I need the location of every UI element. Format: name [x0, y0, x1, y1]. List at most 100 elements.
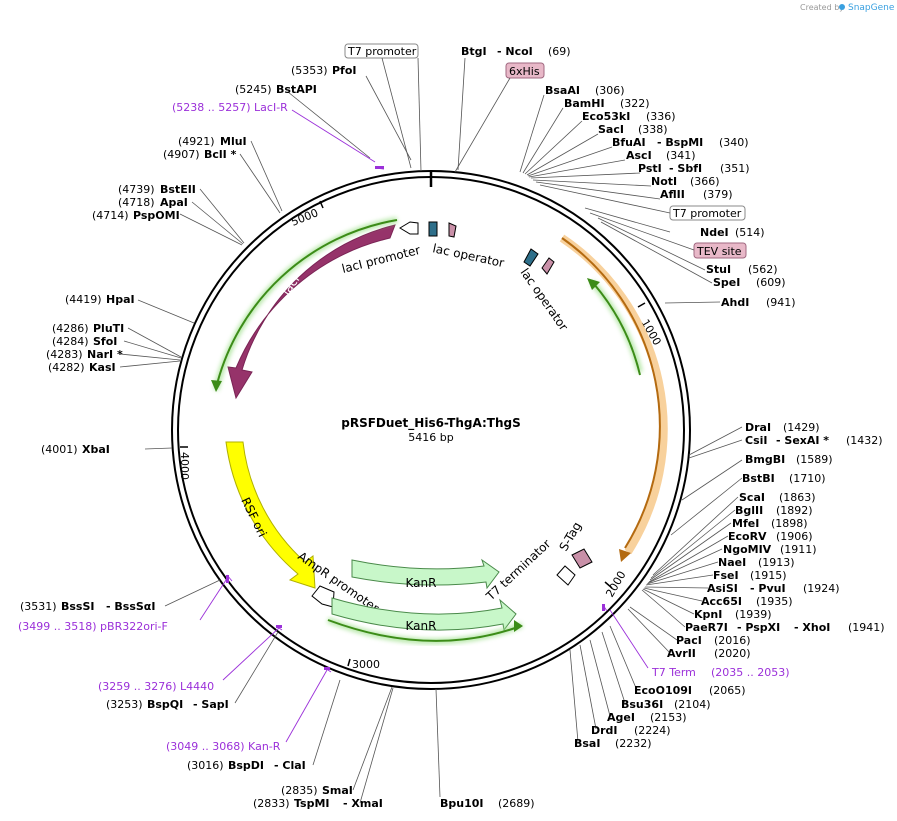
site-hpai-name[interactable]: HpaI [106, 293, 135, 306]
tick-label-4000: 4000 [178, 452, 191, 480]
site-drdi-pos: (2224) [634, 724, 671, 737]
site-apai-pos: (4718) [118, 196, 155, 209]
site-bpu10i-name[interactable]: Bpu10I [440, 797, 484, 810]
site-bspdi-name2[interactable]: - ClaI [274, 759, 306, 772]
site-bfuai-name2[interactable]: - BspMI [657, 136, 703, 149]
site-csii-name[interactable]: CsiI [745, 434, 767, 447]
site-bsssi-name[interactable]: BssSI [61, 600, 95, 613]
site-acc65i-name[interactable]: Acc65I [701, 595, 742, 608]
site-pspomi-name[interactable]: PspOMI [133, 209, 180, 222]
site-pluti-name[interactable]: PluTI [93, 322, 124, 335]
site-pfoi-name[interactable]: PfoI [332, 64, 357, 77]
site-ngomiv-name[interactable]: NgoMIV [723, 543, 772, 556]
t7-promoter-2-label: T7 promoter [672, 207, 742, 220]
primer-t7-term[interactable]: T7 Term [651, 666, 696, 679]
site-bstbi-name[interactable]: BstBI [742, 472, 775, 485]
site-paer7i-name2[interactable]: - PspXI [737, 621, 780, 634]
kanr-2-feature[interactable]: KanR [331, 597, 517, 633]
site-paer7i-name3[interactable]: - XhoI [794, 621, 830, 634]
site-asisi-name[interactable]: AsiSI [707, 582, 738, 595]
s-tag-marker [571, 548, 593, 569]
site-kpni-name[interactable]: KpnI [694, 608, 722, 621]
site-bamhi-name[interactable]: BamHI [564, 97, 605, 110]
site-ndei-pos: (514) [735, 226, 765, 239]
site-avrii-name[interactable]: AvrII [667, 647, 696, 660]
primer-kan-r[interactable]: (3049 .. 3068) Kan-R [166, 740, 281, 753]
rsf-ori-feature[interactable]: RSF ori [225, 441, 316, 589]
site-tspmi-pos: (2833) [253, 797, 290, 810]
site-aflii-name[interactable]: AflII [660, 188, 685, 201]
site-avrii-pos: (2020) [714, 647, 751, 660]
site-saci-name[interactable]: SacI [598, 123, 624, 136]
site-asci-name[interactable]: AscI [626, 149, 652, 162]
site-agei-pos: (2153) [650, 711, 687, 724]
site-fsei-name[interactable]: FseI [713, 569, 739, 582]
site-sfoi-pos: (4284) [52, 335, 89, 348]
credit-brand: SnapGene [848, 3, 895, 13]
site-psti-name[interactable]: PstI [638, 162, 662, 175]
site-csii-name2[interactable]: - SexAI * [776, 434, 829, 447]
site-btgi-name[interactable]: BtgI [461, 45, 487, 58]
site-ecorv-name[interactable]: EcoRV [728, 530, 767, 543]
site-noti-name[interactable]: NotI [651, 175, 677, 188]
site-aflii-pos: (379) [703, 188, 733, 201]
site-bsu36i-name[interactable]: Bsu36I [621, 698, 663, 711]
site-mlui-name[interactable]: MluI [220, 135, 247, 148]
site-kasi-name[interactable]: KasI [89, 361, 116, 374]
primer-laci-r[interactable]: (5238 .. 5257) LacI-R [172, 101, 288, 114]
credit-text: Created by [800, 3, 844, 12]
site-ndei-name[interactable]: NdeI [700, 226, 729, 239]
site-spei-name[interactable]: SpeI [713, 276, 740, 289]
site-bspdi-name[interactable]: BspDI [228, 759, 264, 772]
site-stui-name[interactable]: StuI [706, 263, 731, 276]
site-bamhi-pos: (322) [620, 97, 650, 110]
site-apai-name[interactable]: ApaI [160, 196, 188, 209]
primer-l4440[interactable]: (3259 .. 3276) L4440 [98, 680, 214, 693]
site-eco53ki-name[interactable]: Eco53kI [582, 110, 630, 123]
site-mfei-name[interactable]: MfeI [732, 517, 759, 530]
site-bglii-name[interactable]: BglII [735, 504, 763, 517]
t7-promoter-1-marker [448, 222, 457, 238]
site-bstapi-pos: (5245) [235, 83, 272, 96]
site-saci-pos: (338) [638, 123, 668, 136]
site-bstapi-name[interactable]: BstAPI [276, 83, 317, 96]
site-bsai-pos: (2232) [615, 737, 652, 750]
site-bmgbi-name[interactable]: BmgBI [745, 453, 785, 466]
site-paci-pos: (2016) [714, 634, 751, 647]
site-eco0109i-name[interactable]: EcoO109I [634, 684, 692, 697]
site-kpni-pos: (1939) [735, 608, 772, 621]
site-bsssi-pos: (3531) [20, 600, 57, 613]
primer-pbr322ori-f[interactable]: (3499 .. 3518) pBR322ori-F [18, 620, 168, 633]
site-sfoi-name[interactable]: SfoI [93, 335, 117, 348]
site-bspqi-name2[interactable]: - SapI [193, 698, 229, 711]
site-ahdi-name[interactable]: AhdI [721, 296, 749, 309]
laci-promoter-arrow [399, 221, 419, 235]
site-btgi-name2[interactable]: - NcoI [497, 45, 533, 58]
site-tspmi-name2[interactable]: - XmaI [343, 797, 383, 810]
site-paci-name[interactable]: PacI [676, 634, 702, 647]
site-stui-pos: (562) [748, 263, 778, 276]
kanr-1-feature[interactable]: KanR [351, 558, 500, 590]
site-paer7i-name[interactable]: PaeR7I [685, 621, 728, 634]
site-asisi-name2[interactable]: - PvuI [750, 582, 786, 595]
site-drdi-name[interactable]: DrdI [591, 724, 618, 737]
site-bsteii-name[interactable]: BstEII [160, 183, 196, 196]
site-bsai-name[interactable]: BsaI [574, 737, 600, 750]
site-agei-name[interactable]: AgeI [607, 711, 635, 724]
tev-site-marker [541, 257, 555, 275]
site-naei-name[interactable]: NaeI [718, 556, 746, 569]
site-tspmi-name[interactable]: TspMI [294, 797, 330, 810]
site-drai-name[interactable]: DraI [745, 421, 771, 434]
site-scai-name[interactable]: ScaI [739, 491, 765, 504]
site-bcli-name[interactable]: BclI * [204, 148, 237, 161]
site-bfuai-name[interactable]: BfuAI [612, 136, 646, 149]
his6-label: 6xHis [509, 65, 540, 78]
site-bsssi-name2[interactable]: - BssSαI [106, 600, 155, 613]
site-xbai-pos: (4001) [41, 443, 78, 456]
site-xbai-name[interactable]: XbaI [82, 443, 110, 456]
site-bspqi-name[interactable]: BspQI [147, 698, 183, 711]
site-psti-name2[interactable]: - SbfI [669, 162, 702, 175]
site-bsaai-name[interactable]: BsaAI [545, 84, 580, 97]
site-nari-name[interactable]: NarI * [87, 348, 123, 361]
site-smai-name[interactable]: SmaI [322, 784, 353, 797]
